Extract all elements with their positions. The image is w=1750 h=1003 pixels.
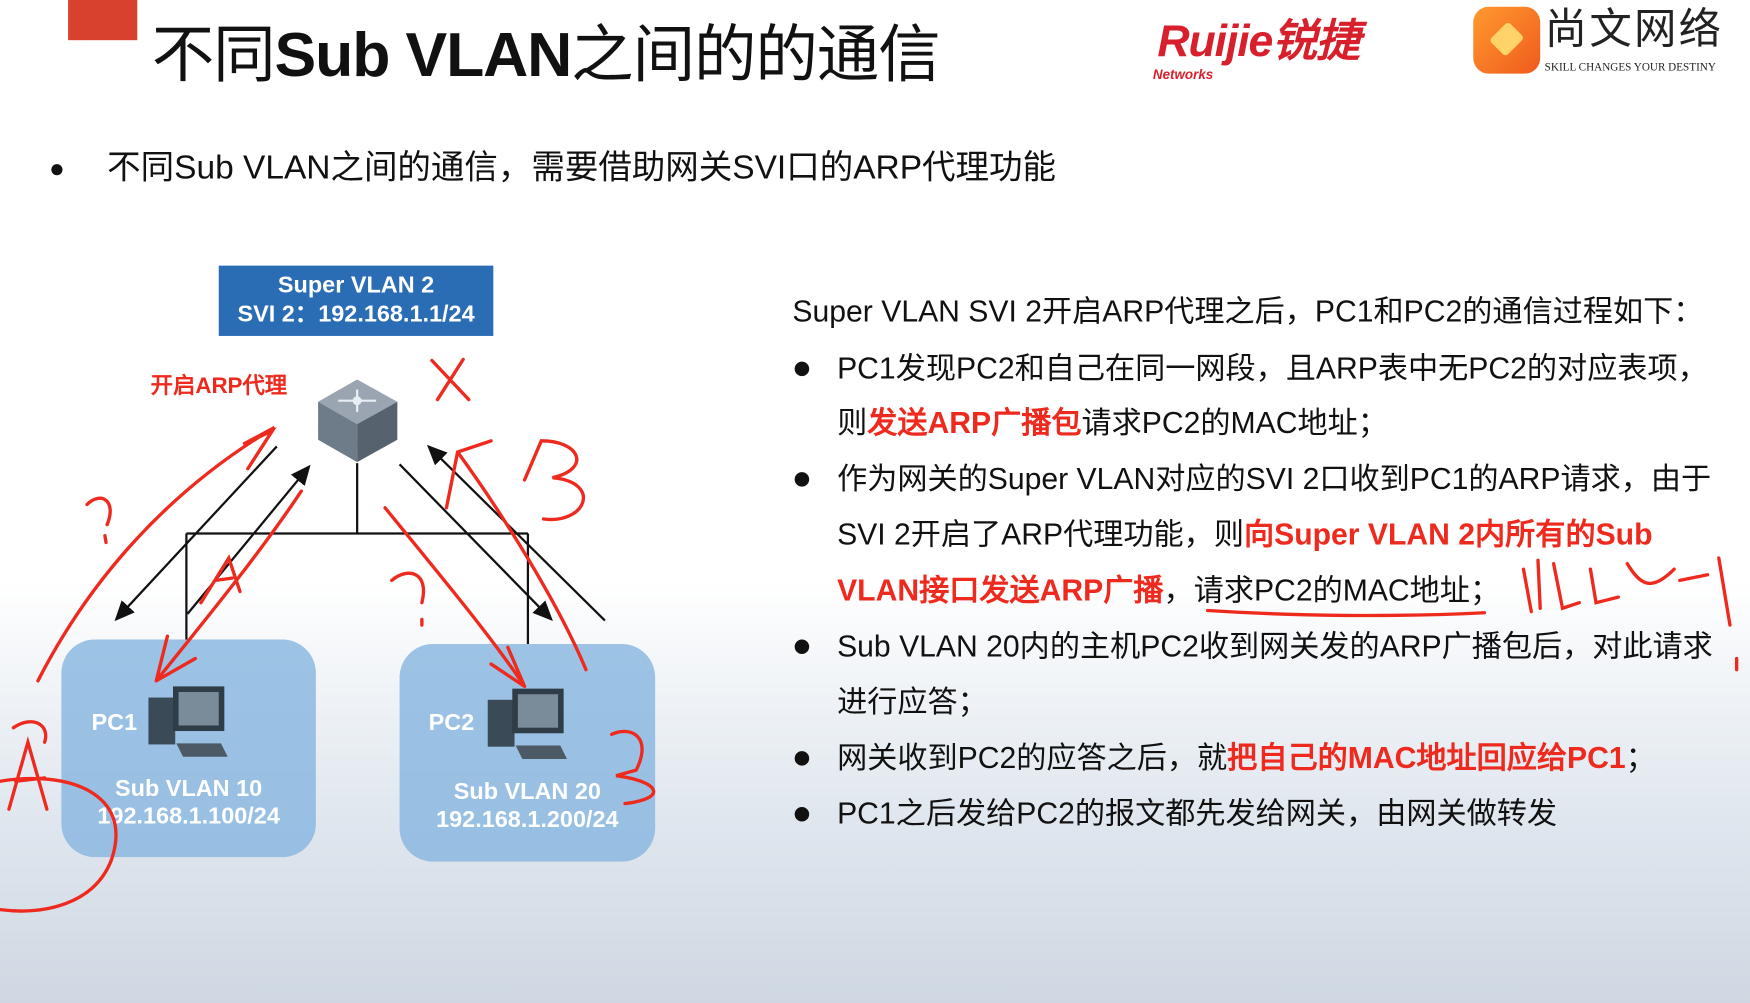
bullet-icon (794, 751, 810, 766)
description-line: 则发送ARP广播包请求PC2的MAC地址； (837, 404, 1388, 442)
shangwen-logo-icon (1473, 6, 1541, 74)
arp-proxy-label: 开启ARP代理 (150, 373, 288, 399)
summary-text: 不同Sub VLAN之间的通信，需要借助网关SVI口的ARP代理功能 (107, 149, 1056, 187)
bullet-icon (794, 806, 810, 822)
description-intro: Super VLAN SVI 2开启ARP代理之后，PC1和PC2的通信过程如下… (792, 294, 1704, 329)
pc2-computer-icon (487, 688, 567, 759)
description-line: PC1之后发给PC2的报文都先发给网关，由网关做转发 (837, 795, 1557, 833)
highlight-text: VLAN接口发送ARP广播 (837, 573, 1164, 608)
pc1-vlan-info: Sub VLAN 10 192.168.1.100/24 (61, 775, 315, 831)
description-line: SVI 2开启了ARP代理功能，则向Super VLAN 2内所有的Sub (837, 516, 1652, 554)
bullet-icon (794, 639, 810, 655)
shangwen-logo: 尚文网络 SKILL CHANGES YOUR DESTINY (1473, 6, 1741, 78)
super-vlan-label: Super VLAN 2 (277, 272, 435, 298)
summary-bullet: 不同Sub VLAN之间的通信，需要借助网关SVI口的ARP代理功能 (51, 140, 1056, 189)
title-part: 之间的的通信 (571, 18, 940, 90)
highlight-text: 向Super VLAN 2内所有的Sub (1243, 517, 1653, 552)
description-line: 作为网关的Super VLAN对应的SVI 2口收到PC1的ARP请求，由于 (837, 460, 1711, 498)
text-segment: SVI 2开启了ARP代理功能，则 (837, 517, 1244, 552)
pc2-ip: 192.168.1.200/24 (436, 806, 619, 833)
pc1-computer-icon (148, 686, 228, 757)
highlight-text: 发送ARP广播包 (867, 406, 1082, 440)
text-segment: 请求PC2的MAC地址； (1081, 406, 1388, 440)
super-vlan-svi-box: Super VLAN 2 SVI 2：192.168.1.1/24 (218, 265, 494, 336)
description-line: 网关收到PC2的应答之后，就把自己的MAC地址回应给PC1； (837, 739, 1656, 777)
text-segment: PC1发现PC2和自己在同一网段，且ARP表中无PC2的对应表项， (837, 351, 1708, 386)
title-accent-bar (68, 0, 138, 41)
ruijie-logo-sub: Networks (1152, 66, 1214, 83)
description-line: VLAN接口发送ARP广播，请求PC2的MAC地址； (837, 571, 1500, 609)
text-segment: 则 (837, 406, 868, 440)
ruijie-logo-text: Ruijie锐捷 (1157, 16, 1360, 66)
page-title: 不同Sub VLAN之间的的通信 (151, 4, 941, 94)
arrow-pc1-to-gw (186, 464, 311, 615)
description-line: PC1发现PC2和自己在同一网段，且ARP表中无PC2的对应表项， (837, 349, 1708, 387)
text-segment: 网关收到PC2的应答之后，就 (837, 741, 1228, 775)
text-segment: Sub VLAN 20内的主机PC2收到网关发的ARP广播包后，对此请求 (837, 629, 1713, 663)
pc1-label: PC1 (91, 709, 138, 736)
text-segment: ； (1625, 741, 1656, 775)
pc2-vlan-info: Sub VLAN 20 192.168.1.200/24 (400, 778, 656, 834)
bullet-icon (794, 472, 810, 487)
pc2-vlan: Sub VLAN 20 (453, 779, 601, 805)
highlight-text: 把自己的MAC地址回应给PC1 (1227, 741, 1626, 775)
shangwen-logo-en: SKILL CHANGES YOUR DESTINY (1544, 61, 1716, 74)
text-segment: PC1之后发给PC2的报文都先发给网关，由网关做转发 (837, 796, 1558, 831)
pc1-vlan: Sub VLAN 10 (115, 775, 263, 802)
text-segment: ，请求PC2的MAC地址； (1163, 573, 1501, 608)
text-segment: 作为网关的Super VLAN对应的SVI 2口收到PC1的ARP请求，由于 (837, 462, 1712, 496)
svi-address: SVI 2：192.168.1.1/24 (237, 301, 475, 328)
pc1-ip: 192.168.1.100/24 (97, 803, 280, 830)
title-part-bold: Sub VLAN (274, 18, 573, 90)
description-line: 进行应答； (837, 683, 988, 721)
text-segment: 进行应答； (837, 685, 988, 719)
description-line: Sub VLAN 20内的主机PC2收到网关发的ARP广播包后，对此请求 (837, 627, 1713, 665)
bullet-icon (51, 164, 63, 176)
l3-switch-icon (318, 379, 398, 463)
title-part: 不同 (151, 18, 276, 90)
pc2-label: PC2 (428, 709, 475, 736)
ruijie-logo: Ruijie锐捷 Networks (1153, 18, 1445, 87)
link-lines (185, 463, 530, 644)
bullet-icon (794, 361, 810, 377)
shangwen-logo-cn: 尚文网络 (1544, 6, 1724, 54)
